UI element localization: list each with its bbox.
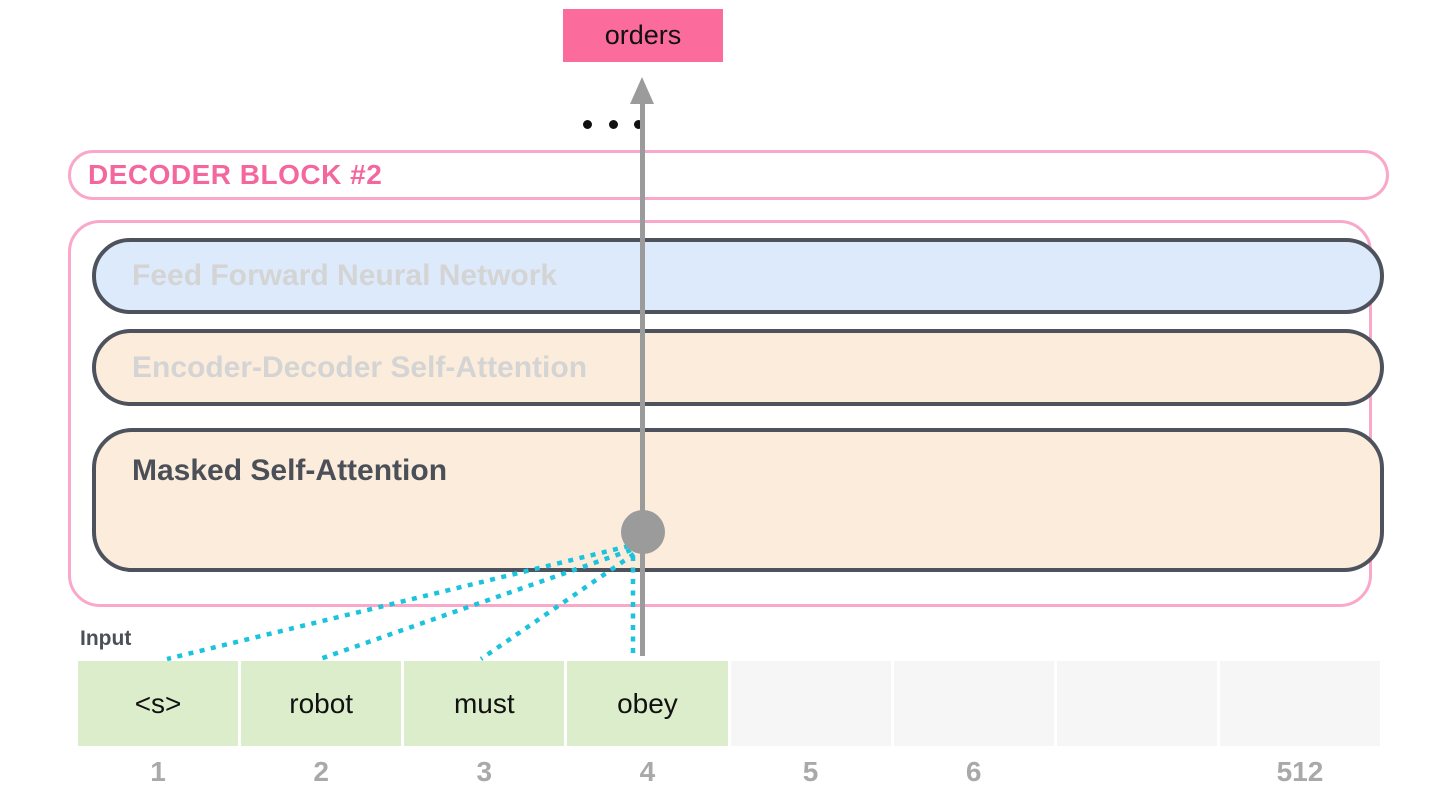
position-number-1: 1 xyxy=(150,756,166,787)
position-number-row: 1 2 3 4 5 6 512 xyxy=(78,756,1380,787)
token-text-2: robot xyxy=(289,687,354,719)
token-cell-4: obey xyxy=(567,661,728,746)
attention-line-token-2 xyxy=(319,547,632,662)
attention-node-circle xyxy=(621,510,665,554)
ellipsis-icon xyxy=(583,118,643,130)
arrow-line xyxy=(640,100,645,656)
input-token-row: <s> robot must obey xyxy=(78,661,1380,746)
token-text-1: <s> xyxy=(134,687,182,719)
decoder-block-2-title: DECODER BLOCK #2 xyxy=(88,159,383,190)
encoder-decoder-attention-label: Encoder-Decoder Self-Attention xyxy=(132,350,588,384)
attention-line-token-3 xyxy=(479,552,636,661)
decoder-block-2-label-bar: DECODER BLOCK #2 xyxy=(68,150,1389,200)
position-number-2: 2 xyxy=(313,756,329,787)
token-cell-8 xyxy=(1219,661,1380,746)
token-cell-3: must xyxy=(404,661,565,746)
ellipsis-dot xyxy=(634,119,643,129)
token-text-3: must xyxy=(453,687,515,719)
output-token-label: orders xyxy=(604,20,682,50)
position-number-8: 512 xyxy=(1276,756,1324,787)
token-cell-6 xyxy=(893,661,1054,746)
ellipsis-dot xyxy=(583,119,592,129)
masked-self-attention-layer: Masked Self-Attention xyxy=(92,428,1384,572)
output-token-box: orders xyxy=(563,9,723,62)
encoder-decoder-attention-layer: Encoder-Decoder Self-Attention xyxy=(92,329,1384,406)
position-number-4: 4 xyxy=(639,756,656,787)
token-cell-2: robot xyxy=(241,661,402,746)
token-cell-7 xyxy=(1056,661,1217,746)
arrow-up-icon xyxy=(630,77,654,104)
feed-forward-layer: Feed Forward Neural Network xyxy=(92,238,1384,314)
position-number-6: 6 xyxy=(965,756,982,787)
token-cell-5 xyxy=(730,661,891,746)
input-label: Input xyxy=(80,627,132,650)
token-cell-1: <s> xyxy=(78,661,239,746)
position-number-3: 3 xyxy=(476,756,493,787)
feed-forward-label: Feed Forward Neural Network xyxy=(132,259,558,292)
token-text-4: obey xyxy=(617,687,678,719)
masked-self-attention-label: Masked Self-Attention xyxy=(132,454,448,487)
ellipsis-dot xyxy=(608,119,618,129)
attention-line-token-1 xyxy=(166,543,630,662)
position-number-5: 5 xyxy=(802,756,819,787)
